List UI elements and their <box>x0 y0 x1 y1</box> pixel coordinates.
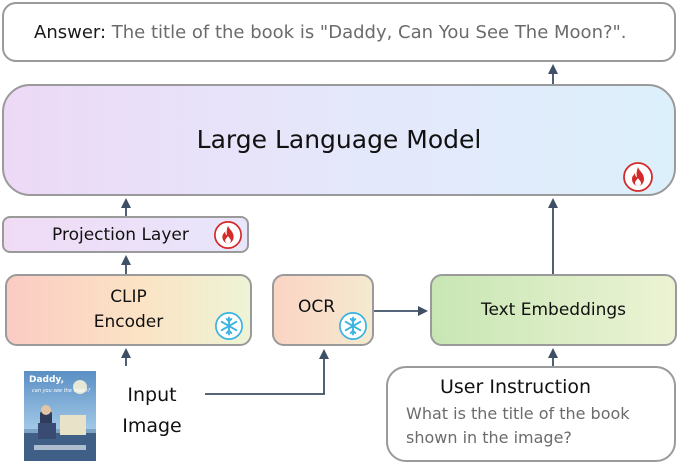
user-instruction-box: User Instruction What is the title of th… <box>386 366 676 462</box>
book-cover-subtitle: can you see the moon? <box>32 388 91 394</box>
clip-label-line1: CLIP <box>110 287 147 308</box>
fire-icon <box>214 221 242 249</box>
projection-layer-box: Projection Layer <box>2 216 249 253</box>
clip-encoder-box: CLIP Encoder <box>5 274 252 346</box>
input-label-line2: Image <box>122 415 182 438</box>
text-embeddings-label: Text Embeddings <box>480 300 627 320</box>
user-instruction-question: What is the title of the book shown in t… <box>406 402 630 450</box>
fire-icon <box>623 162 653 192</box>
answer-label: Answer: <box>34 21 107 43</box>
user-instruction-title: User Instruction <box>440 376 592 398</box>
clip-label-line2: Encoder <box>93 312 164 332</box>
llm-box: Large Language Model <box>2 84 676 196</box>
arrow-image-to-ocr <box>205 349 329 395</box>
input-label-line1: Input <box>127 384 177 406</box>
ocr-label: OCR <box>298 297 336 317</box>
text-embeddings-box: Text Embeddings <box>430 274 677 346</box>
book-cover-title: Daddy, <box>29 375 64 385</box>
snowflake-icon <box>339 312 367 340</box>
question-line-2: shown in the image? <box>406 428 572 447</box>
ocr-box: OCR <box>272 274 374 346</box>
llm-label: Large Language Model <box>196 124 482 154</box>
input-image-label: Input Image <box>108 380 196 443</box>
answer-text: The title of the book is "Daddy, Can You… <box>111 21 627 43</box>
question-line-1: What is the title of the book <box>406 404 630 423</box>
book-cover-image: Daddy, can you see the moon? <box>24 371 96 461</box>
answer-box: Answer: The title of the book is "Daddy,… <box>2 2 676 62</box>
projection-layer-label: Projection Layer <box>52 224 189 245</box>
snowflake-icon <box>215 312 243 340</box>
